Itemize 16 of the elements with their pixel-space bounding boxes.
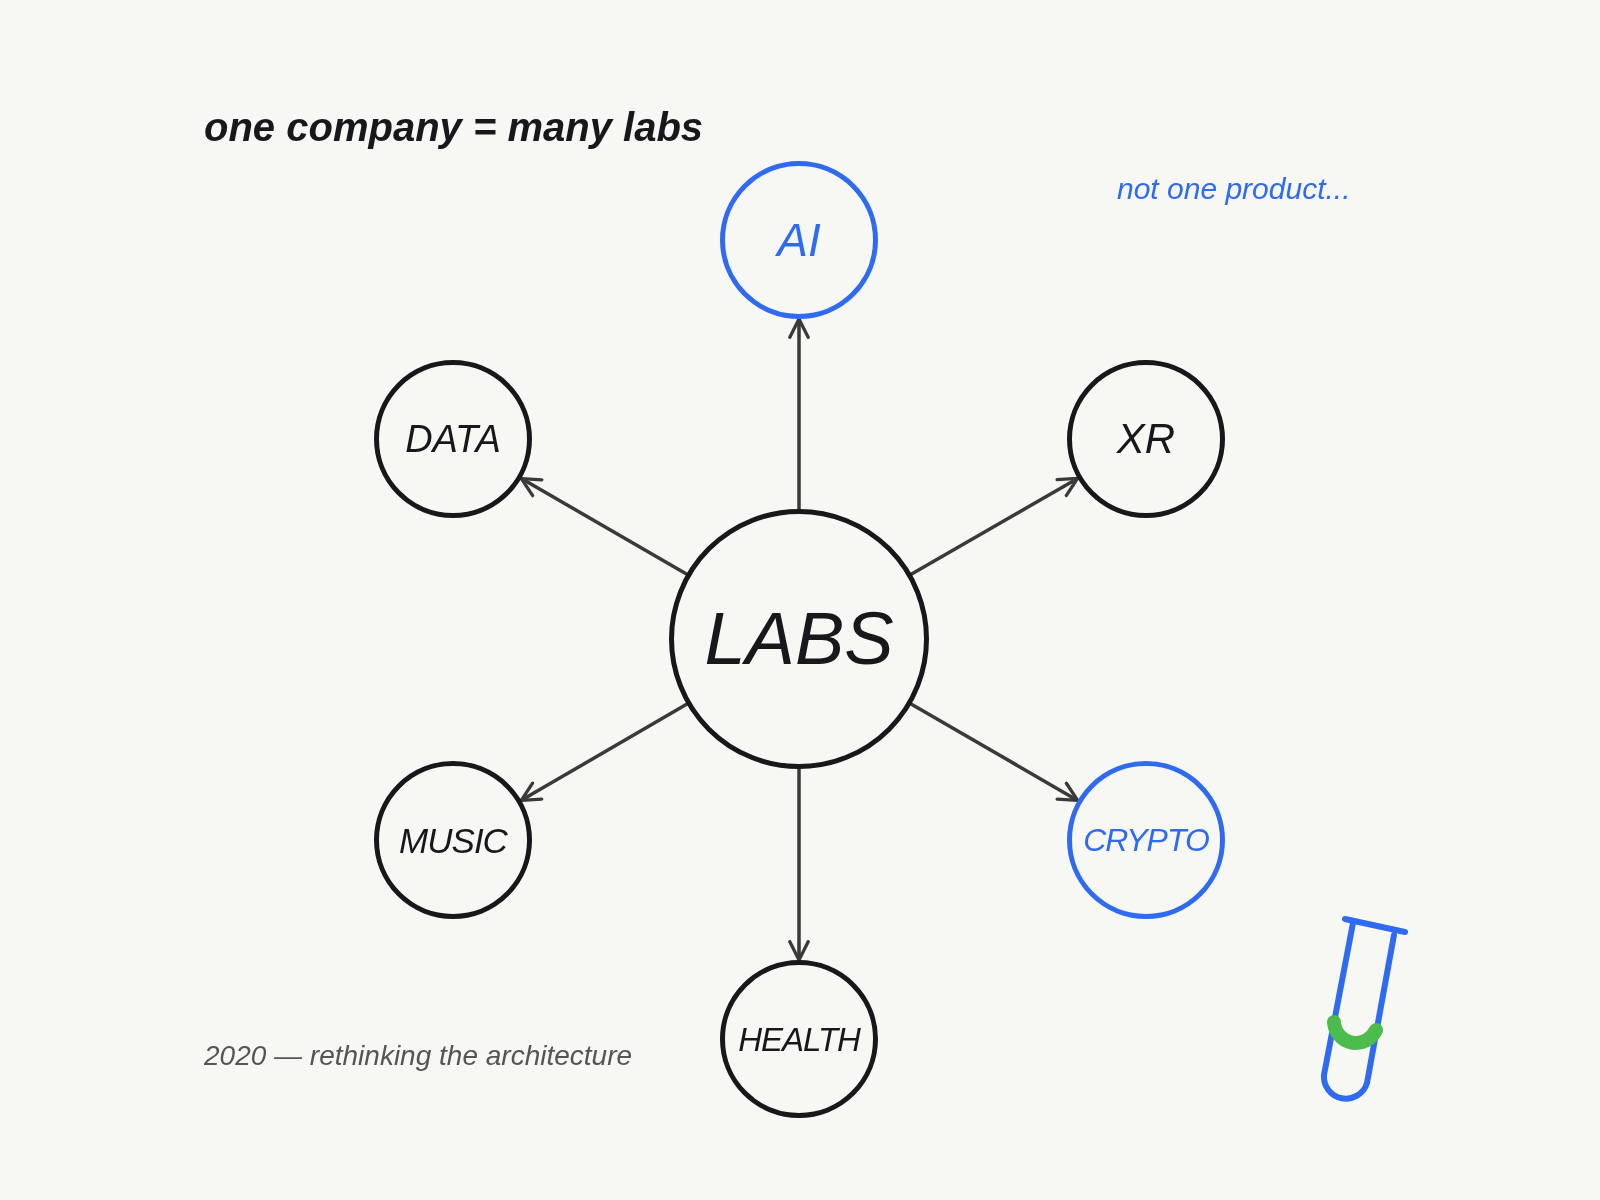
node-label: LABS [704,602,894,676]
arrow [788,767,810,962]
caption-text: 2020 — rethinking the architecture [204,1040,633,1073]
node-label: XR [1116,418,1176,460]
arrow [909,702,1080,803]
diagram-title: one company = many labs [204,104,704,150]
node-label: MUSIC [399,822,507,858]
node-label: CRYPTO [1083,824,1209,856]
annotation-note: not one product... [1117,172,1351,207]
arrow [788,317,810,511]
arrow [519,476,689,576]
arrow [519,702,689,803]
arrow [909,476,1080,576]
node-label: DATA [405,420,501,458]
node-label: HEALTH [738,1022,860,1056]
node-label: AI [777,217,821,263]
